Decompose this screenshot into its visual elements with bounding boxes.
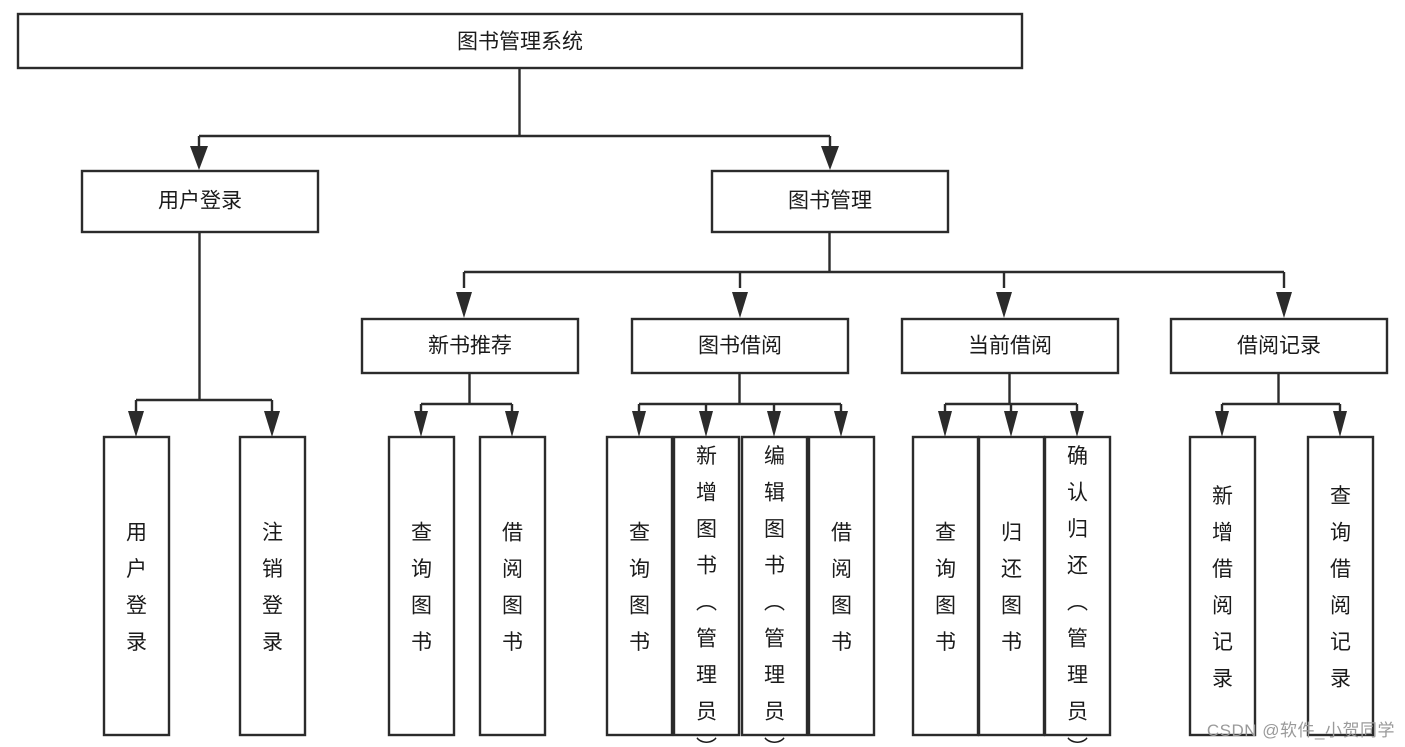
leaf-label-add-borrow-record: 新增借阅记录 bbox=[1212, 485, 1233, 691]
leaf-label-query-book-c: 查询图书 bbox=[935, 521, 956, 654]
arrowhead-leaf-query-book-c bbox=[938, 411, 952, 437]
arrowhead-leaf-query-book-a bbox=[414, 411, 428, 437]
leaf-label-query-borrow-record: 查询借阅记录 bbox=[1330, 485, 1351, 691]
leaf-label-borrow-book-b: 借阅图书 bbox=[831, 521, 852, 654]
node-leaf-user-login-box[interactable] bbox=[102, 435, 171, 737]
node-leaf-return-book-box[interactable] bbox=[977, 435, 1046, 737]
arrowhead-leaf-add-book bbox=[699, 411, 713, 437]
arrowhead-book-borrow bbox=[732, 292, 748, 318]
arrowhead-leaf-edit-book bbox=[767, 411, 781, 437]
node-leaf-add-book-admin[interactable] bbox=[672, 435, 741, 737]
edges-group bbox=[128, 68, 1347, 437]
node-root-system-box[interactable] bbox=[16, 12, 1024, 70]
arrowhead-current-borrow bbox=[996, 292, 1012, 318]
leaf-label-confirm-return-admin: 确认归还︵管理员︶ bbox=[1067, 445, 1088, 747]
node-borrow-record-label: 借阅记录 bbox=[1237, 335, 1321, 358]
node-leaf-borrow-book-a-box[interactable] bbox=[478, 435, 547, 737]
node-leaf-user-login[interactable] bbox=[102, 435, 171, 737]
node-book-borrow-label: 图书借阅 bbox=[698, 335, 782, 358]
arrowhead-leaf-return-book bbox=[1004, 411, 1018, 437]
node-book-borrow-box[interactable] bbox=[630, 317, 850, 375]
node-leaf-return-book[interactable] bbox=[977, 435, 1046, 737]
node-user-login-label: 用户登录 bbox=[158, 190, 242, 213]
node-leaf-add-borrow-record-box[interactable] bbox=[1188, 435, 1257, 737]
node-leaf-query-book-b-box[interactable] bbox=[605, 435, 674, 737]
node-current-borrow-box[interactable] bbox=[900, 317, 1120, 375]
node-leaf-query-book-c-box[interactable] bbox=[911, 435, 980, 737]
node-user-login[interactable]: 用户登录 bbox=[80, 169, 320, 234]
arrowhead-leaf-borrow-book-a bbox=[505, 411, 519, 437]
node-leaf-borrow-book-a[interactable] bbox=[478, 435, 547, 737]
arrowhead-new-book-recommend bbox=[456, 292, 472, 318]
node-leaf-borrow-book-b-box[interactable] bbox=[807, 435, 876, 737]
arrowhead-leaf-query-record bbox=[1333, 411, 1347, 437]
node-root-system-label: 图书管理系统 bbox=[457, 31, 583, 54]
leaf-label-return-book: 归还图书 bbox=[1001, 521, 1022, 654]
node-leaf-query-borrow-record[interactable] bbox=[1306, 435, 1375, 737]
arrowhead-leaf-logout bbox=[264, 411, 280, 437]
arrowhead-leaf-query-book-b bbox=[632, 411, 646, 437]
node-leaf-edit-book-admin-box[interactable] bbox=[740, 435, 809, 737]
node-book-management[interactable]: 图书管理 bbox=[710, 169, 950, 234]
node-root-system[interactable]: 图书管理系统 bbox=[16, 12, 1024, 70]
node-current-borrow[interactable]: 当前借阅 bbox=[900, 317, 1120, 375]
node-leaf-query-book-a-box[interactable] bbox=[387, 435, 456, 737]
node-book-borrow[interactable]: 图书借阅 bbox=[630, 317, 850, 375]
node-current-borrow-label: 当前借阅 bbox=[968, 335, 1052, 358]
node-leaf-add-borrow-record[interactable] bbox=[1188, 435, 1257, 737]
arrowhead-leaf-borrow-book-b bbox=[834, 411, 848, 437]
leaf-label-query-book-a: 查询图书 bbox=[411, 521, 432, 654]
leaf-label-borrow-book-a: 借阅图书 bbox=[502, 521, 523, 654]
leaf-label-query-book-b: 查询图书 bbox=[629, 521, 650, 654]
arrowhead-user-login bbox=[190, 146, 208, 170]
node-leaf-query-book-a[interactable] bbox=[387, 435, 456, 737]
arrowhead-leaf-confirm-return bbox=[1070, 411, 1084, 437]
node-borrow-record-box[interactable] bbox=[1169, 317, 1389, 375]
node-new-book-recommend[interactable]: 新书推荐 bbox=[360, 317, 580, 375]
node-leaf-query-book-b[interactable] bbox=[605, 435, 674, 737]
node-leaf-confirm-return-admin-box[interactable] bbox=[1043, 435, 1112, 737]
node-leaf-logout[interactable] bbox=[238, 435, 307, 737]
node-leaf-logout-box[interactable] bbox=[238, 435, 307, 737]
leaf-labels-group: 用户登录 注销登录 查询图书 借阅图书 查询图书 新增图书︵管理员︶ 编辑图书︵管理员︶ 借阅… bbox=[126, 445, 1351, 747]
arrowhead-leaf-add-record bbox=[1215, 411, 1229, 437]
node-leaf-add-book-admin-box[interactable] bbox=[672, 435, 741, 737]
leaf-label-user-login: 用户登录 bbox=[126, 521, 147, 654]
node-book-management-box[interactable] bbox=[710, 169, 950, 234]
node-leaf-confirm-return-admin[interactable] bbox=[1043, 435, 1112, 737]
leaf-label-logout: 注销登录 bbox=[262, 521, 283, 654]
node-leaf-query-borrow-record-box[interactable] bbox=[1306, 435, 1375, 737]
node-book-management-label: 图书管理 bbox=[788, 190, 872, 213]
node-leaf-edit-book-admin[interactable] bbox=[740, 435, 809, 737]
arrowhead-leaf-user-login bbox=[128, 411, 144, 437]
node-new-book-recommend-label: 新书推荐 bbox=[428, 335, 512, 358]
node-leaf-borrow-book-b[interactable] bbox=[807, 435, 876, 737]
leaf-label-add-book-admin: 新增图书︵管理员︶ bbox=[696, 445, 717, 747]
node-new-book-recommend-box[interactable] bbox=[360, 317, 580, 375]
node-leaf-query-book-c[interactable] bbox=[911, 435, 980, 737]
leaf-label-edit-book-admin: 编辑图书︵管理员︶ bbox=[764, 445, 785, 747]
arrowhead-borrow-record bbox=[1276, 292, 1292, 318]
node-user-login-box[interactable] bbox=[80, 169, 320, 234]
arrowhead-book-mgmt bbox=[821, 146, 839, 170]
node-borrow-record[interactable]: 借阅记录 bbox=[1169, 317, 1389, 375]
